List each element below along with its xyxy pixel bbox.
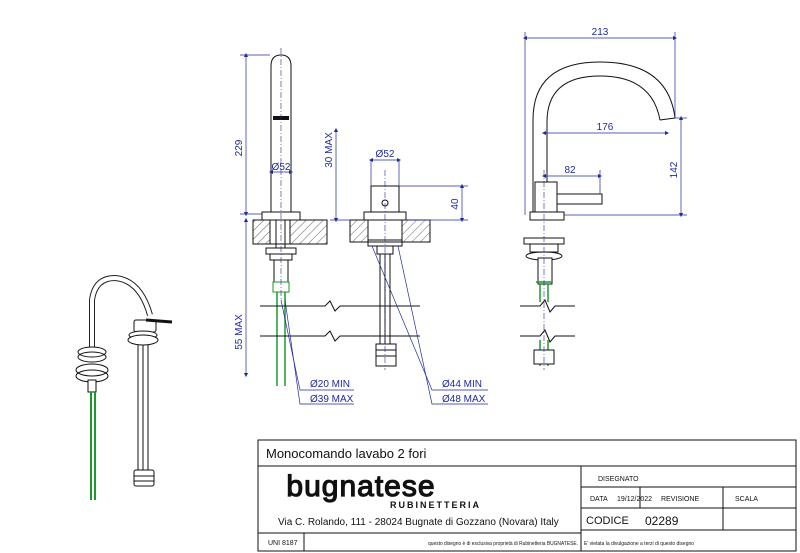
front-max-label: 30 MAX [324, 132, 335, 168]
uni-standard: UNI 8187 [268, 540, 298, 547]
front-height-label: 40 [450, 198, 461, 210]
right-height-label: 142 [669, 161, 680, 178]
address: Via C. Rolando, 111 - 28024 Bugnate di G… [278, 517, 559, 528]
base-max-label: Ø48 MAX [442, 394, 486, 405]
data-label: DATA [590, 496, 608, 503]
right-view [520, 61, 676, 370]
disclaimer-2: E' vietata la divulgazione a terzi di qu… [584, 541, 694, 547]
disegnato-label: DISEGNATO [598, 476, 639, 483]
side-diameter-label: Ø52 [272, 162, 291, 173]
scala-label: SCALA [735, 496, 758, 503]
right-lever-label: 82 [564, 165, 576, 176]
brand-name: bugnatese [286, 470, 435, 503]
right-dimensions [522, 32, 687, 218]
front-dimensions [330, 127, 488, 405]
side-max-label: 55 MAX [234, 314, 245, 350]
hole-max-label: Ø39 MAX [310, 394, 354, 405]
front-view [349, 170, 431, 370]
codice-label: CODICE [586, 515, 629, 527]
perspective-view [75, 274, 173, 500]
front-diameter-label: Ø52 [376, 149, 395, 160]
right-width-label: 213 [592, 27, 609, 38]
codice-value: 02289 [645, 514, 679, 528]
hole-min-label: Ø20 MIN [310, 379, 350, 390]
product-title: Monocomando lavabo 2 fori [266, 446, 427, 461]
data-value: 19/12/2022 [617, 496, 652, 503]
title-block [257, 439, 797, 552]
side-view [252, 48, 420, 386]
right-reach-label: 176 [597, 122, 614, 133]
base-min-label: Ø44 MIN [442, 379, 482, 390]
disclaimer-1: questo disegno è di esclusiva proprietà … [428, 541, 578, 547]
side-dimensions [240, 52, 354, 405]
side-height-label: 229 [234, 139, 245, 156]
brand-subtitle: RUBINETTERIA [390, 500, 481, 510]
revisione-label: REVISIONE [661, 496, 699, 503]
